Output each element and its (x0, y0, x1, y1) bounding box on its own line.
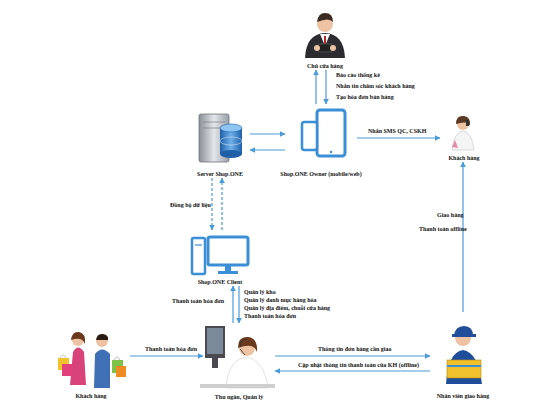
delivery-figure (446, 326, 482, 384)
actor-caption: Chủ cửa hàng (265, 63, 385, 70)
flow-arrow (275, 370, 430, 371)
actor-caption: Khách hàng (410, 155, 518, 162)
flow-note: Thanh toán hóa đơn (244, 313, 296, 320)
arrow-label: Thanh toán hóa đơn (172, 298, 224, 305)
shopping-customers (58, 332, 126, 388)
flow-note: Thanh toán offline (419, 226, 467, 233)
cashier-figure (200, 326, 275, 388)
actor-caption: Nhân viên giao hàng (400, 393, 526, 400)
actor-caption: Khách hàng (22, 393, 160, 400)
owner-figure (305, 13, 345, 58)
actor-caption: Thu ngân, Quản lý (173, 394, 305, 401)
flow-note: Đồng bộ dữ liệu (170, 202, 211, 209)
caption-group: Khách hàng (410, 155, 518, 162)
flow-arrow (130, 355, 203, 356)
actor-caption: Shop.ONE Owner (mobile/web) (255, 171, 387, 178)
flow-note: Quản lý kho (244, 289, 276, 296)
actor-node: Shop.ONE Owner (mobile/web) (285, 104, 357, 178)
flow-note: Tạo hóa đơn bán hàng (336, 94, 394, 101)
flow-arrow (315, 70, 316, 104)
caption-group: Server Shop.ONE (160, 171, 280, 178)
flow-note: Quản lý danh mục hàng hóa (244, 297, 317, 304)
flow-arrow (462, 162, 463, 312)
flow-arrow (250, 133, 285, 134)
arrow-label: Thanh toán hóa đơn (145, 346, 197, 353)
actor-node: Thu ngân, Quản lý (203, 323, 275, 401)
arrow-label: Nhắn SMS QC, CSKH (368, 128, 426, 135)
server-icon (199, 114, 242, 162)
arrow-label: Thông tin đơn hàng cần giao (318, 346, 392, 353)
flow-arrow (221, 178, 222, 230)
actor-node: Chủ cửa hàng (295, 8, 355, 70)
caption-group: Shop.ONE Client (160, 279, 280, 286)
actor-node: Shop.ONE Client (190, 230, 250, 286)
flow-arrow (325, 70, 326, 104)
actor-node: Server Shop.ONE (190, 108, 250, 178)
caption-group: Nhân viên giao hàng (400, 393, 526, 400)
actor-node: Khách hàng (52, 320, 130, 400)
caption-group: Shop.ONE Owner (mobile/web) (255, 171, 387, 178)
caption-group: Chủ cửa hàng (265, 63, 385, 70)
caption-group: Thu ngân, Quản lý (173, 394, 305, 401)
customer-figure (452, 116, 474, 150)
flow-arrow (357, 137, 440, 138)
flow-note: Báo cáo thống kê (336, 72, 380, 79)
actor-node: Nhân viên giao hàng (430, 312, 496, 400)
flow-arrow (232, 286, 233, 323)
flow-note: Nhắn tin chăm sóc khách hàng (336, 83, 415, 90)
flow-arrow (211, 178, 212, 230)
flow-arrow (275, 355, 430, 356)
actor-node: Khách hàng (440, 110, 488, 162)
flow-arrow (250, 149, 285, 150)
mobile-devices (302, 110, 345, 156)
flow-note: Quản lý địa điểm, chuỗi cửa hàng (244, 305, 330, 312)
actor-caption: Shop.ONE Client (160, 279, 280, 286)
arrow-label: Cập nhật thông tin thanh toán của KH (of… (298, 362, 419, 369)
actor-caption: Server Shop.ONE (160, 171, 280, 178)
caption-group: Khách hàng (22, 393, 160, 400)
flow-note: Giao hàng (437, 212, 464, 219)
desktop-computer (192, 237, 248, 274)
flow-arrow (238, 286, 239, 323)
